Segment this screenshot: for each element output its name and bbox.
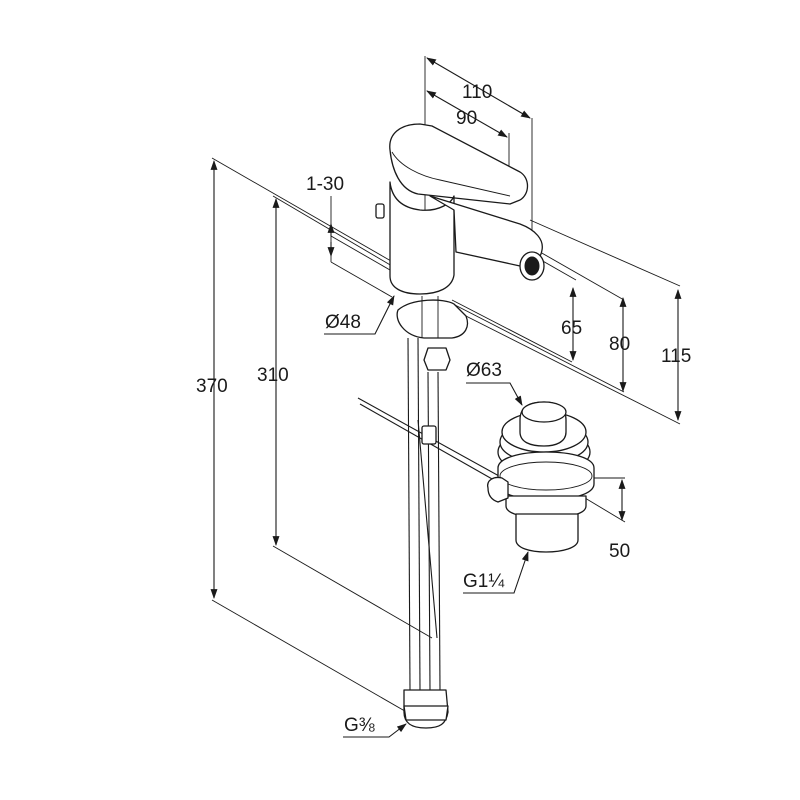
dim-spout-reach: 110 <box>462 82 492 103</box>
dim-spout-reach-inner: 90 <box>456 108 477 129</box>
waste-valve <box>487 401 595 553</box>
popup-rod <box>357 397 511 489</box>
dimension-lines <box>210 56 682 738</box>
thread-waste-label: G1¼ <box>463 571 505 592</box>
dim-spout-tip-height: 80 <box>609 334 630 355</box>
faucet-body <box>375 123 545 371</box>
thread-supply-label: G⅜ <box>344 715 375 736</box>
dim-height-to-base: 310 <box>257 365 289 386</box>
dim-spout-height: 65 <box>561 318 582 339</box>
dim-waste-diameter: Ø63 <box>466 360 502 381</box>
dim-waste-length: 50 <box>609 541 630 562</box>
supply-hoses <box>403 337 449 729</box>
dim-base-diameter: Ø48 <box>325 312 361 333</box>
dim-overall-height: 370 <box>196 376 228 397</box>
dimension-labels: 370 310 110 90 1-30 Ø48 65 80 115 Ø63 50… <box>196 82 691 736</box>
dim-top-height: 115 <box>661 346 691 367</box>
dim-swivel-range: 1-30 <box>306 174 344 195</box>
